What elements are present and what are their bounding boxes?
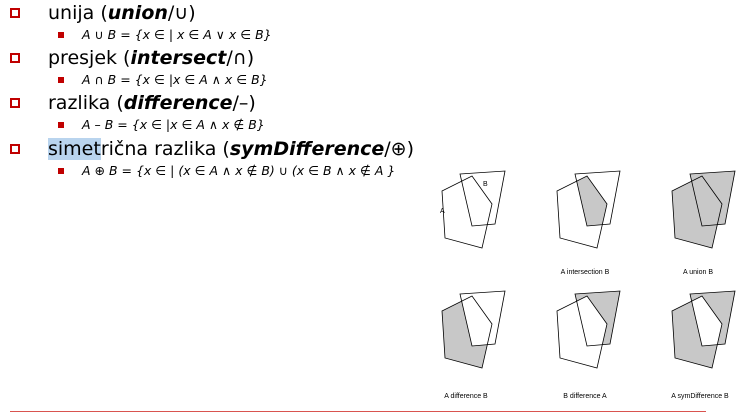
formula-difference: A – B = {x ∈ |x ∈ A ∧ x ∉ B} <box>58 117 265 132</box>
panel-union: A union B <box>671 170 736 276</box>
panel-symdifference: A symDifference B <box>671 290 736 400</box>
sub-bullet-icon <box>58 167 64 174</box>
formula-intersect: A ∩ B = {x ∈ |x ∈ A ∧ x ∈ B} <box>58 72 268 87</box>
caption-intersection: A intersection B <box>561 269 610 276</box>
bullet-text: simetrična razlika (symDifference/⊕) <box>48 138 414 160</box>
bullet-square-icon <box>10 144 20 154</box>
sub-bullet-icon <box>58 31 64 38</box>
bullet-text: presjek (intersect/∩) <box>48 47 255 69</box>
bullet-text: unija (union/∪) <box>48 2 196 24</box>
bullet-difference: razlika (difference/–) <box>10 92 256 114</box>
formula-symdifference: A ⊕ B = {x ∈ | (x ∈ A ∧ x ∉ B) ∪ (x ∈ B … <box>58 163 395 178</box>
bullet-square-icon <box>10 98 20 108</box>
bullet-symdifference: simetrična razlika (symDifference/⊕) <box>10 138 414 160</box>
caption-symdifference: A symDifference B <box>671 393 729 400</box>
caption-union: A union B <box>683 269 713 276</box>
sub-bullet-icon <box>58 121 64 128</box>
label-a: A <box>440 208 445 215</box>
panel-difference-ab: A difference B <box>441 290 506 400</box>
bullet-square-icon <box>10 8 20 18</box>
caption-difference-ba: B difference A <box>563 393 607 400</box>
panel-intersection: A intersection B <box>556 170 621 276</box>
set-operations-figure: A B A intersection B A union B A differe… <box>440 170 736 400</box>
bullet-text: razlika (difference/–) <box>48 92 256 114</box>
sub-bullet-icon <box>58 76 64 83</box>
bullet-square-icon <box>10 53 20 63</box>
label-b: B <box>483 181 488 188</box>
panel-plain: A B <box>440 170 506 249</box>
bullet-intersect: presjek (intersect/∩) <box>10 47 254 69</box>
footer-divider <box>10 411 706 412</box>
panel-difference-ba: B difference A <box>556 290 621 400</box>
bullet-union: unija (union/∪) <box>10 2 196 24</box>
caption-difference-ab: A difference B <box>444 393 488 400</box>
formula-union: A ∪ B = {x ∈ | x ∈ A ∨ x ∈ B} <box>58 27 272 42</box>
